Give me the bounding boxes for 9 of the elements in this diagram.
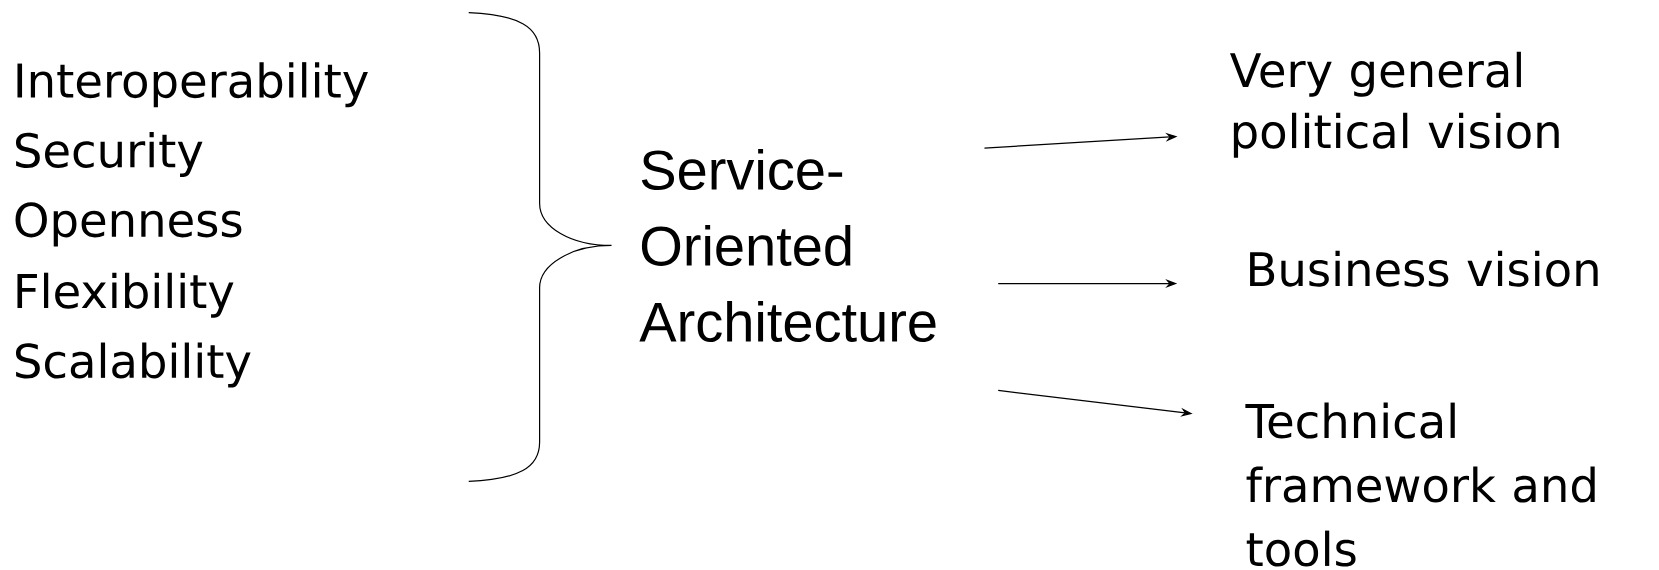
list-item: Openness <box>15 202 242 247</box>
text-label: Business vision <box>1250 250 1598 287</box>
list-item: Scalability <box>15 342 251 388</box>
list-item: Security <box>15 131 203 177</box>
text-label: Technical framework and tools <box>1245 402 1595 567</box>
text-label: Very general political vision <box>1230 51 1559 158</box>
list-item: Flexibility <box>17 272 234 318</box>
text-label: Service-Oriented Architecture <box>639 148 936 342</box>
list-item: Interoperability <box>17 62 368 107</box>
